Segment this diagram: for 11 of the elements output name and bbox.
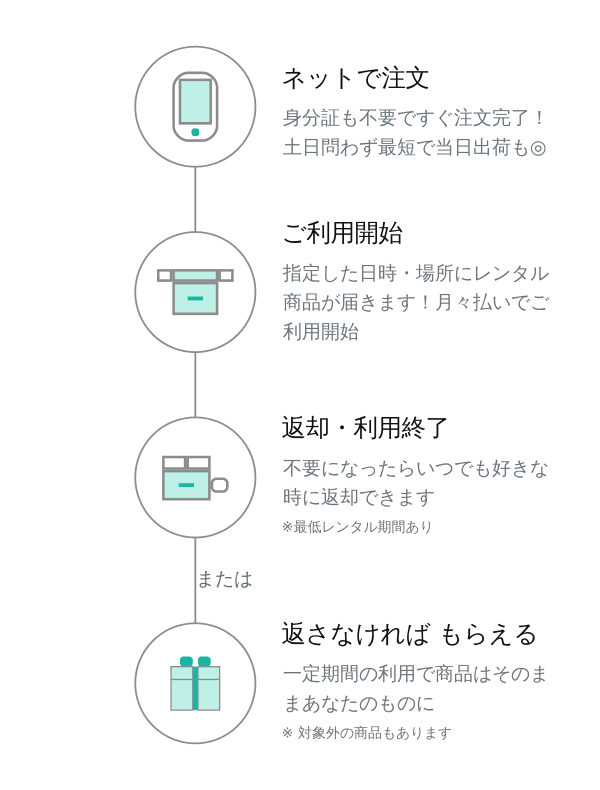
- node-label: ※最低レンタル期間あり: [281, 520, 433, 536]
- edge-label: または: [196, 566, 253, 590]
- node-label: 返却・利用終了: [281, 413, 450, 442]
- node-label: 指定した日時・場所にレンタル商品が届きます！月々払いでご利用開始: [282, 261, 548, 344]
- node-label: 返さなければ もらえる: [281, 619, 538, 648]
- node-label: 身分証も不要ですぐ注文完了！土日問わず最短で当日出荷も◎: [282, 106, 548, 158]
- node-label: 一定期間の利用で商品はそのままあなたのものに: [282, 662, 548, 715]
- node-label: ネットで注文: [281, 62, 430, 92]
- node-label: 不要になったらいつでも好きな時に返却できます: [282, 456, 548, 509]
- node-label: ご利用開始: [281, 218, 402, 248]
- node-label: ※ 対象外の商品もあります: [281, 725, 452, 742]
